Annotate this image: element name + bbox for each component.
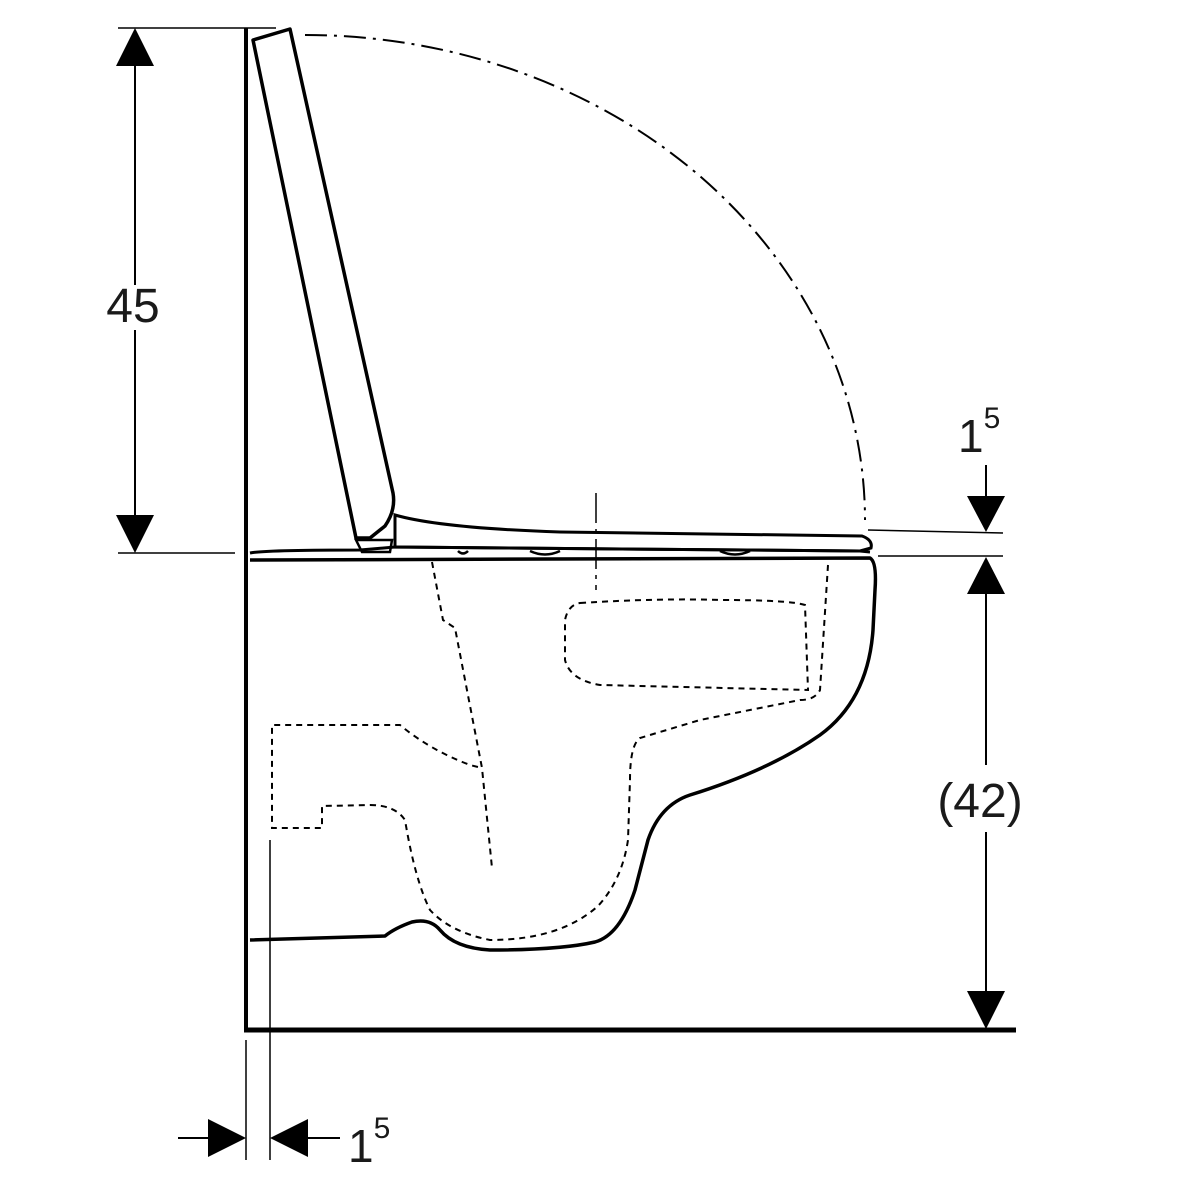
- lid: [251, 27, 396, 540]
- seat-thickness-label: 15: [958, 402, 1000, 462]
- seat-base: [249, 545, 871, 555]
- wall-gap-label: 15: [348, 1112, 390, 1172]
- dimension-wall-gap: 15: [178, 840, 390, 1172]
- seat-bumper: [457, 549, 751, 556]
- dimension-bowl-height: (42): [937, 557, 1023, 1029]
- bowl-outline: [249, 556, 878, 952]
- lid-swing-arc: [304, 34, 866, 521]
- dimension-seat-thickness: 15: [867, 402, 1005, 557]
- dimension-lid-height: 45: [106, 27, 276, 554]
- hidden-lines: [271, 561, 829, 942]
- seat: [393, 513, 873, 553]
- bowl-height-label: (42): [937, 775, 1022, 828]
- lid-height-label: 45: [106, 280, 159, 333]
